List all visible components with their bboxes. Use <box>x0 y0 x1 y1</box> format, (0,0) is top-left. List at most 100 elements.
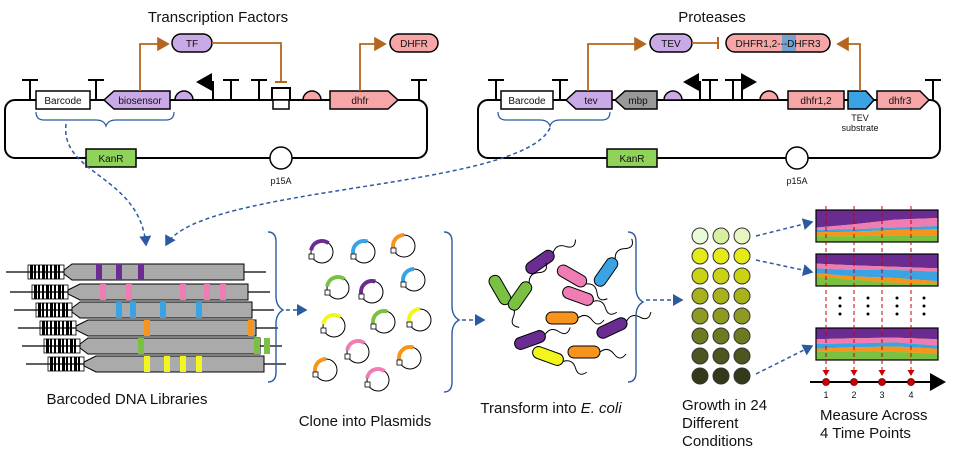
barcode-stripe <box>58 321 60 335</box>
tf-bracket <box>35 111 175 128</box>
gene-body <box>79 337 261 355</box>
growth-well <box>712 227 730 245</box>
protease-tev-gene-label: tev <box>584 96 597 107</box>
cell-body <box>545 311 579 325</box>
growth-well <box>691 287 709 305</box>
barcode-stripe <box>74 357 77 371</box>
tf-panel-title: Transcription Factors <box>148 9 288 26</box>
barcode-stripe <box>42 285 44 299</box>
cells-bracket <box>627 231 645 383</box>
barcode-stripe <box>70 339 73 353</box>
library-construct <box>22 337 282 355</box>
barcode-stripe <box>34 265 36 279</box>
plasmid-circle <box>396 345 422 370</box>
variant-mark <box>144 356 150 372</box>
variant-mark <box>196 356 202 372</box>
ecoli-cell <box>567 345 627 359</box>
chart-layer <box>816 273 938 285</box>
ecoli-cell <box>545 311 605 325</box>
tf-kanr <box>85 148 137 168</box>
barcode-stripe <box>54 303 56 317</box>
chart-layer <box>816 254 938 269</box>
tf-origin-label: p15A <box>270 176 291 186</box>
barcode-stripe <box>74 339 76 353</box>
plasmid-circle <box>312 357 338 382</box>
protease-rbs-2 <box>759 90 779 101</box>
tf-promoter-left-icon <box>196 73 214 100</box>
flagellum <box>626 311 652 322</box>
barcode-stripe <box>62 303 65 317</box>
tf-barcode-box <box>35 90 91 110</box>
flagellum <box>562 360 588 375</box>
measure-caption-2: 4 Time Points <box>820 425 911 442</box>
substrate-label-2: substrate <box>841 123 878 133</box>
variant-mark <box>126 284 132 300</box>
ecoli-cell <box>507 262 547 311</box>
protease-kanr-label: KanR <box>619 154 644 165</box>
growth-well <box>733 307 751 325</box>
plasmid-bracket <box>443 231 461 393</box>
protease-barcode-box <box>500 90 554 110</box>
barcode-stripe <box>42 321 45 335</box>
barcode-stripe <box>54 321 57 335</box>
chart-layer <box>816 229 938 237</box>
tf-rbs-1 <box>174 90 194 101</box>
plasmid-barcode <box>390 247 397 254</box>
plasmid-circle <box>324 275 350 300</box>
protease-bracket <box>497 111 611 128</box>
wells-to-chart2-arrow <box>755 259 814 276</box>
time-point-label: 4 <box>908 390 913 400</box>
cell-body <box>507 281 533 311</box>
barcode-stripe <box>42 265 45 279</box>
variant-mark <box>264 338 270 354</box>
time-point-label: 1 <box>823 390 828 400</box>
protease-dhfr3-gene <box>876 90 931 110</box>
growth-well <box>733 347 751 365</box>
plasmid-insert <box>345 339 366 351</box>
gene-body <box>83 355 265 373</box>
flagellum <box>544 327 571 335</box>
barcode-stripe <box>42 303 44 317</box>
barcode-stripe <box>50 321 52 335</box>
barcode-stripe <box>66 339 68 353</box>
growth-plate <box>691 227 751 385</box>
ecoli-cell <box>532 346 588 375</box>
tf-expression-arrow <box>139 36 170 91</box>
time-point: 1 <box>822 206 830 400</box>
plasmid-circle <box>320 313 346 338</box>
barcode-stripe <box>50 339 52 353</box>
barcode-stripe <box>54 357 56 371</box>
plasmid-circle <box>350 239 376 264</box>
plasmid-circle <box>370 309 396 334</box>
barcode-stripe <box>62 339 64 353</box>
library-caption: Barcoded DNA Libraries <box>47 391 208 408</box>
dhfr-split-expression-arrow <box>836 36 861 91</box>
dhfr-protein <box>389 33 439 53</box>
cell-body <box>567 345 601 359</box>
variant-mark <box>196 302 202 318</box>
tf-rbs-2 <box>302 90 322 101</box>
growth-well <box>712 267 730 285</box>
barcode-stripe <box>66 321 69 335</box>
ecoli-cell <box>596 311 652 339</box>
library-construct <box>26 355 286 373</box>
variant-mark <box>180 284 186 300</box>
tf-origin <box>269 146 293 170</box>
plasmid-insert <box>365 367 386 379</box>
variant-mark <box>180 356 186 372</box>
variant-mark <box>96 264 102 280</box>
chart-frame <box>815 209 939 243</box>
chart-layer <box>816 218 938 230</box>
plasmid-barcode <box>320 327 327 334</box>
variant-mark <box>116 264 122 280</box>
plasmid-barcode <box>324 289 331 296</box>
dhfr-split-label: DHFR1,2---DHFR3 <box>736 39 821 50</box>
variant-mark <box>116 302 122 318</box>
ecoli-cell <box>593 238 633 287</box>
library-bracket <box>267 231 285 383</box>
chart-layer <box>816 351 938 360</box>
growth-well <box>691 367 709 385</box>
gene-body <box>67 283 249 301</box>
